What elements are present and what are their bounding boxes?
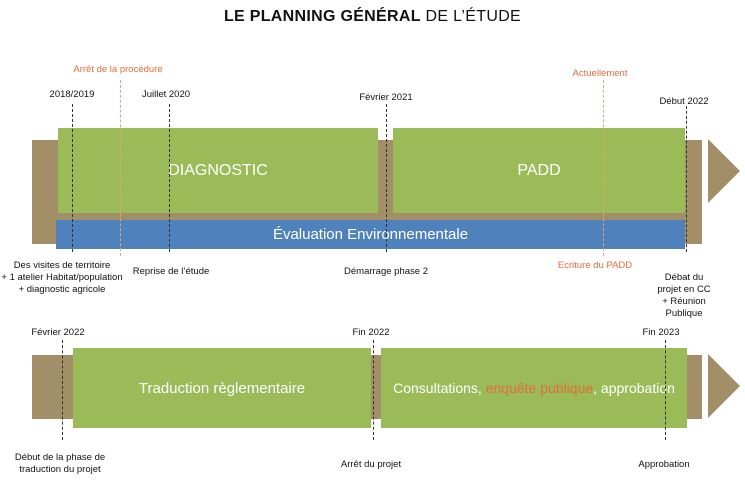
marker-fin-2022 xyxy=(373,340,374,440)
marker-2018 xyxy=(72,104,73,252)
label-fin-2022: Fin 2022 xyxy=(352,327,390,338)
label-reprise-etude: Reprise de l’étude xyxy=(132,266,210,277)
label-actuellement: Actuellement xyxy=(572,68,628,79)
label-ecriture-padd: Ecriture du PADD xyxy=(557,260,633,271)
marker-debut-2022 xyxy=(686,106,687,252)
page-title: LE PLANNING GÉNÉRAL DE L’ÉTUDE xyxy=(0,8,745,26)
traduction-block: Traduction règlementaire xyxy=(73,348,371,428)
label-debut-phase-traduction: Début de la phase de traduction du proje… xyxy=(14,452,106,475)
traduction-label: Traduction règlementaire xyxy=(138,379,306,397)
marker-arret-procedure xyxy=(120,80,121,256)
evaluation-label: Évaluation Environnementale xyxy=(272,226,469,243)
label-2018-2019: 2018/2019 xyxy=(49,89,95,100)
padd-block: PADD xyxy=(393,128,685,213)
label-debat-projet: Débat du projet en CC + Réunion Publique xyxy=(657,272,711,319)
label-debut-2022: Début 2022 xyxy=(659,96,709,107)
marker-fevrier-2021 xyxy=(386,104,387,252)
label-fin-2023: Fin 2023 xyxy=(642,327,680,338)
label-arret-projet: Arrêt du projet xyxy=(340,459,402,470)
diagnostic-block: DIAGNOSTIC xyxy=(58,128,378,213)
title-bold: LE PLANNING GÉNÉRAL xyxy=(223,8,421,25)
consultations-block: Consultations, enquête publique, approba… xyxy=(381,348,687,428)
marker-actuellement xyxy=(603,80,604,256)
enquete-publique-label: enquête publique xyxy=(485,380,594,396)
label-fevrier-2022: Février 2022 xyxy=(31,327,85,338)
marker-juillet-2020 xyxy=(169,104,170,252)
label-approbation: Approbation xyxy=(638,459,690,470)
label-arret-procedure: Arrêt de la procédure xyxy=(73,64,163,75)
padd-label: PADD xyxy=(517,161,561,179)
label-visites-territoire: Des visites de territoire + 1 atelier Ha… xyxy=(1,260,123,295)
label-demarrage-phase-2: Démarrage phase 2 xyxy=(344,266,428,277)
label-juillet-2020: Juillet 2020 xyxy=(141,89,191,100)
title-rest: DE L’ÉTUDE xyxy=(425,8,522,25)
timeline-arrow-row1 xyxy=(708,139,740,203)
evaluation-environnementale-bar: Évaluation Environnementale xyxy=(56,220,685,249)
consultations-label: Consultations, enquête publique, approba… xyxy=(393,380,675,396)
timeline-arrow-row2 xyxy=(708,354,740,418)
diagnostic-label: DIAGNOSTIC xyxy=(168,161,268,179)
marker-fin-2023 xyxy=(665,340,666,440)
marker-fevrier-2022 xyxy=(62,340,63,440)
label-fevrier-2021: Février 2021 xyxy=(359,92,413,103)
